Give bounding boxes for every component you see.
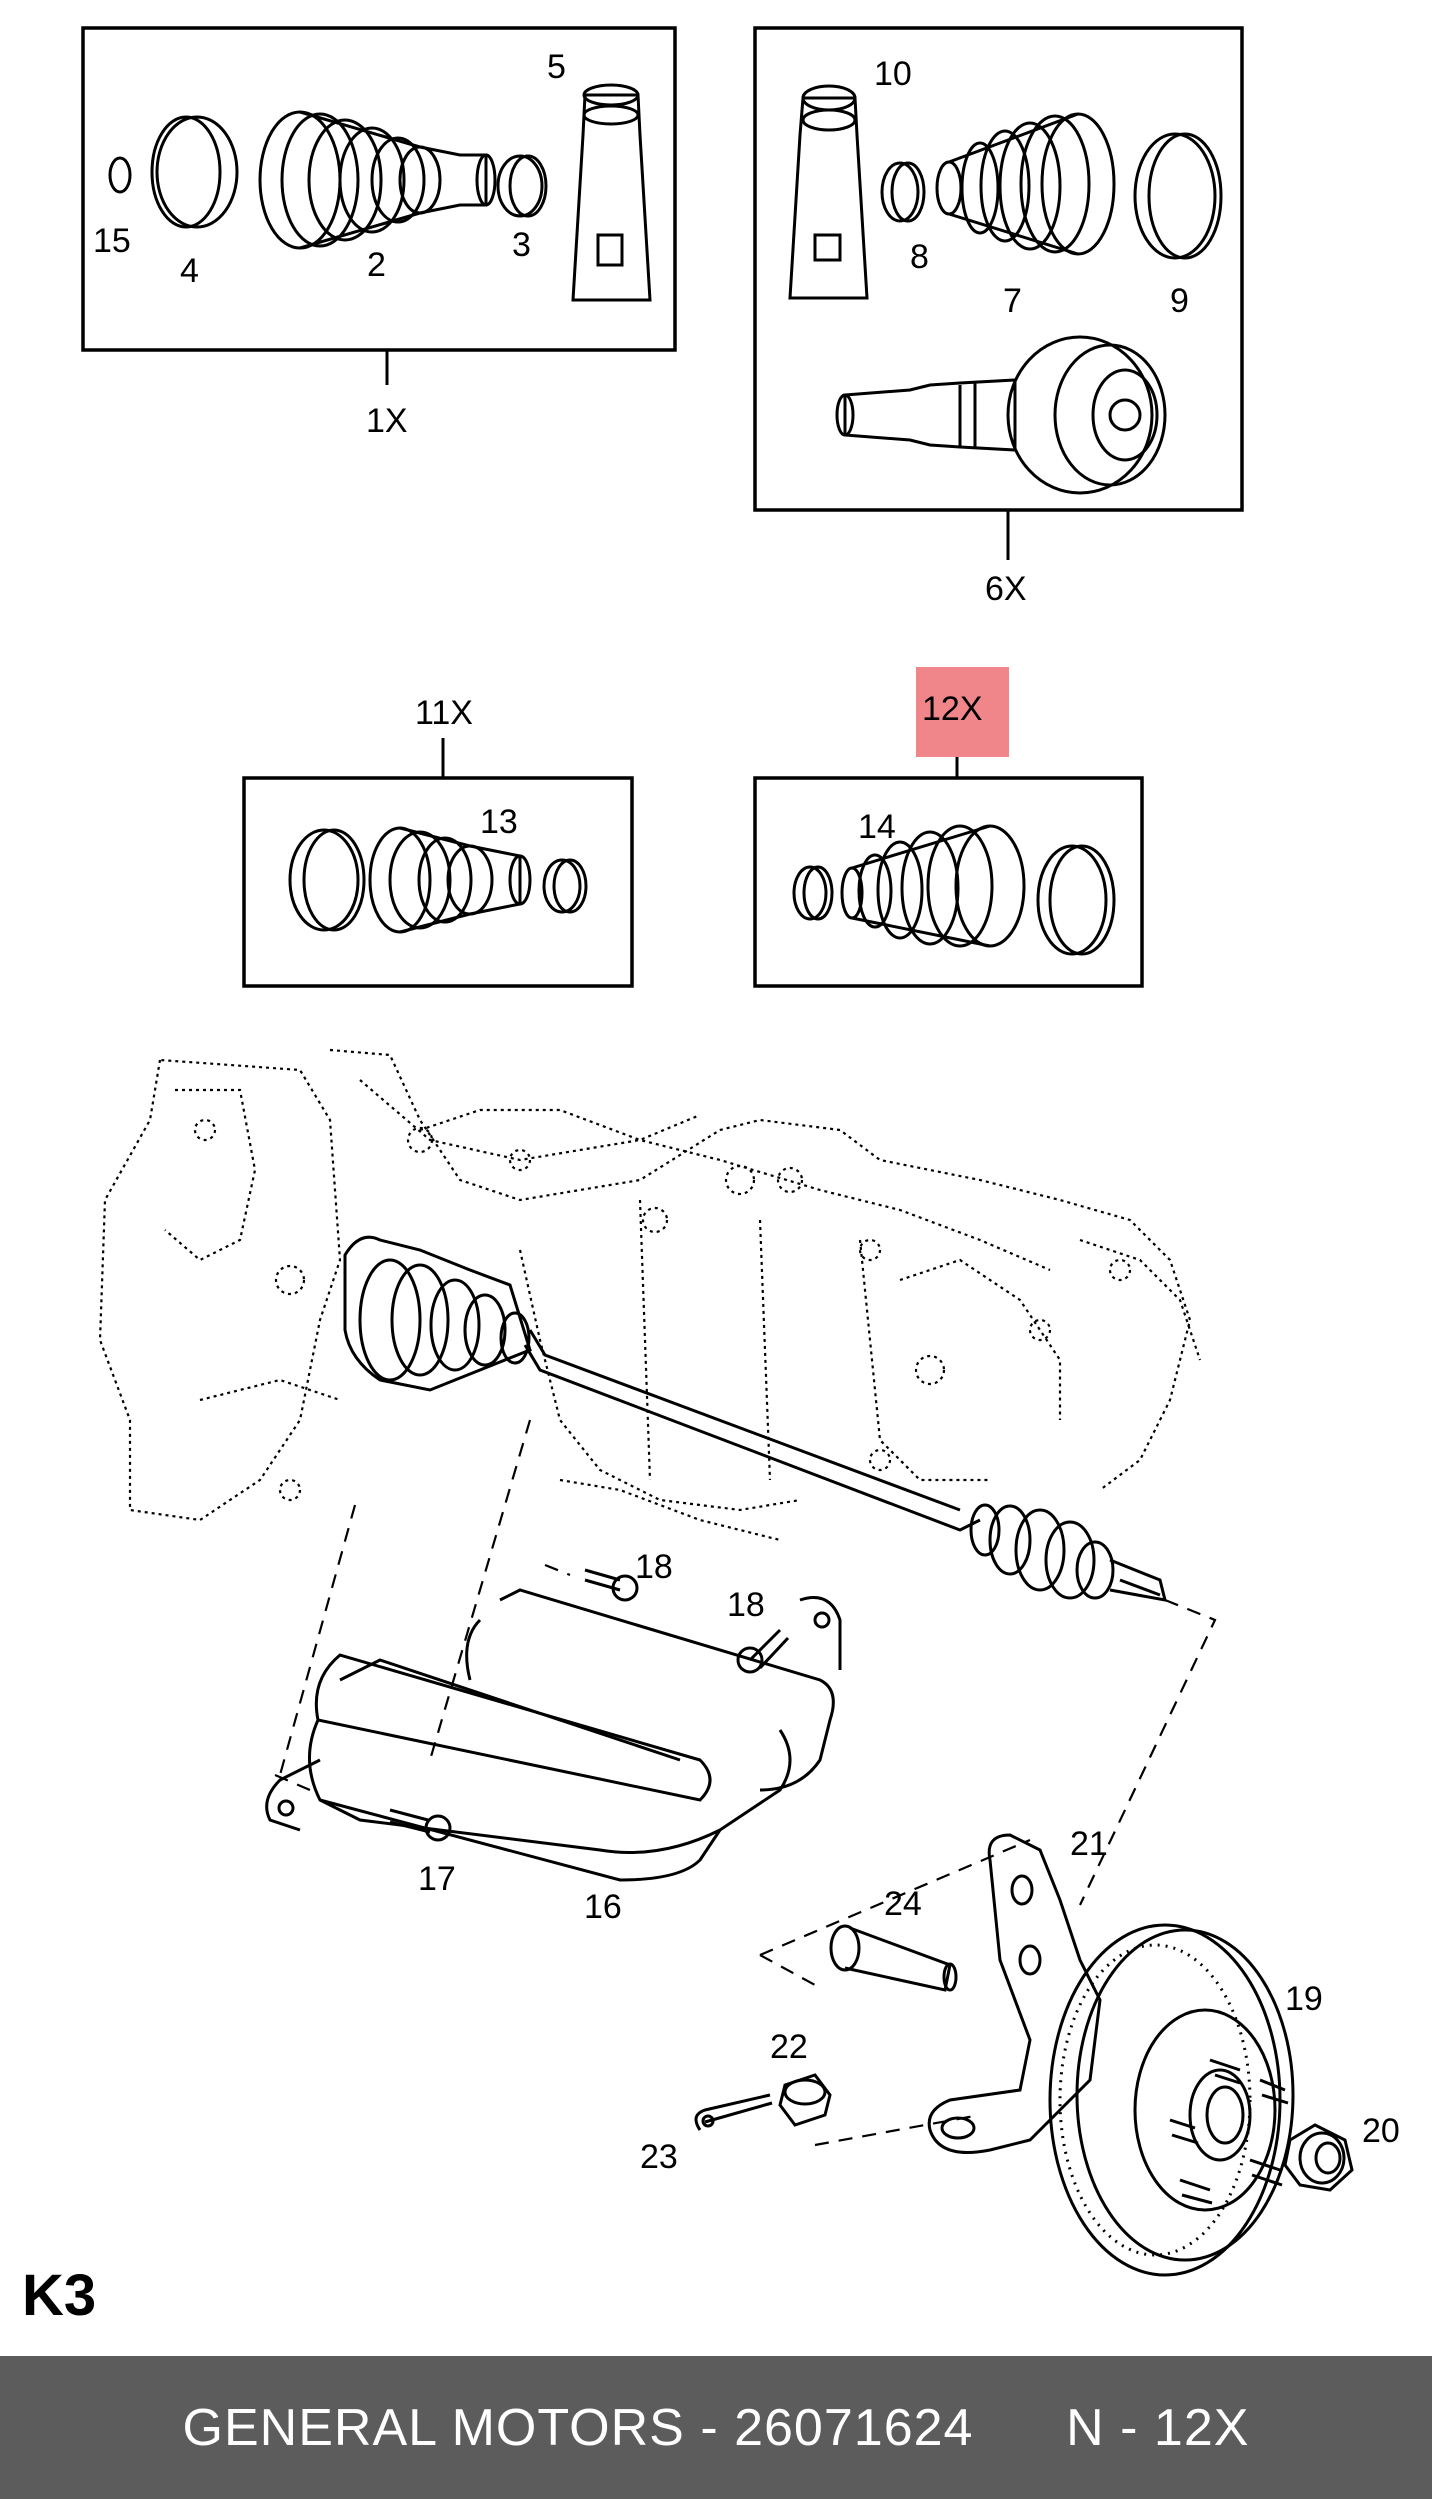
kit-1x-box	[81, 26, 677, 352]
label-8: 8	[910, 238, 929, 276]
assembly-leader-lines	[274, 1419, 1217, 2147]
part-8-clamp	[880, 161, 926, 223]
part-13-boot	[368, 826, 532, 934]
part-20-hub-nut	[1283, 2123, 1354, 2192]
footer-gap	[973, 2398, 1066, 2458]
label-10: 10	[874, 55, 912, 93]
label-18b: 18	[727, 1586, 765, 1624]
part-22-castle-nut	[778, 2073, 832, 2127]
label-7: 7	[1003, 282, 1022, 320]
kit-6x-box	[753, 26, 1244, 512]
kit-12x-clamp-small	[792, 865, 834, 921]
label-9: 9	[1170, 282, 1189, 320]
part-9-clamp	[1133, 132, 1223, 260]
part-15-snap-ring	[108, 156, 132, 194]
kit-11x-box	[242, 776, 634, 988]
label-5: 5	[547, 48, 566, 86]
part-4-clamp	[150, 115, 239, 229]
part-18-bolt-b	[736, 1628, 790, 1674]
part-2-boot	[258, 110, 497, 250]
footer-gap	[719, 2398, 734, 2458]
label-1x: 1X	[366, 402, 408, 440]
kit-12x-clamp-large	[1036, 844, 1116, 956]
sheet-code: K3	[22, 2263, 97, 2328]
kit-6x-group	[753, 26, 1244, 560]
drive-shaft-assembly	[343, 1235, 1168, 1602]
part-16-heat-shield	[265, 1588, 842, 1882]
part-18-bolt-a	[584, 1568, 639, 1602]
kit-12x-box	[753, 776, 1144, 988]
part-24-bolt	[829, 1924, 958, 1992]
label-2: 2	[367, 246, 386, 284]
label-24: 24	[884, 1885, 922, 1923]
label-4: 4	[180, 252, 199, 290]
label-19: 19	[1285, 1980, 1323, 2018]
part-10-grease-tube	[788, 84, 869, 300]
footer-separator: -	[700, 2398, 719, 2457]
kit-1x-group	[81, 26, 677, 385]
label-22: 22	[770, 2028, 808, 2066]
vehicle-subframe-outline	[98, 1048, 1202, 1542]
label-14: 14	[858, 808, 896, 846]
label-15: 15	[93, 222, 131, 260]
label-13: 13	[480, 803, 518, 841]
part-17-bolt	[389, 1808, 452, 1842]
footer-part-number: 26071624	[734, 2398, 974, 2457]
part-3-clamp	[496, 154, 548, 218]
label-3: 3	[512, 226, 531, 264]
label-18a: 18	[635, 1548, 673, 1586]
label-23: 23	[640, 2138, 678, 2176]
footer-gap	[685, 2398, 700, 2458]
footer-brand: GENERAL MOTORS	[182, 2398, 685, 2457]
label-20: 20	[1362, 2112, 1400, 2150]
kit-12x-highlight	[916, 667, 1009, 757]
label-11x: 11X	[415, 694, 473, 732]
label-21: 21	[1070, 1825, 1108, 1863]
part-14-boot	[840, 824, 1026, 948]
part-7-boot	[935, 112, 1116, 256]
label-16: 16	[584, 1888, 622, 1926]
kit-11x-group	[242, 738, 634, 988]
footer-ref: N - 12X	[1066, 2398, 1250, 2457]
kit-11x-clamp-small	[542, 858, 588, 914]
label-12x: 12X	[922, 690, 983, 728]
part-5-grease-tube	[571, 83, 652, 302]
kit-12x-group	[753, 745, 1144, 988]
exploded-parts-diagram: 5 15 4 2 3 1X 10 8 7 9 6X 11X 13 12X 14 …	[81, 26, 1400, 2277]
footer-bar: GENERAL MOTORS - 26071624 N - 12X	[0, 2356, 1432, 2499]
kit-11x-clamp-large	[288, 828, 366, 932]
part-19-brake-disc	[1048, 1923, 1295, 2277]
outer-cv-joint	[835, 335, 1167, 495]
label-6x: 6X	[985, 570, 1027, 608]
part-23-cotter-pin	[694, 2093, 773, 2131]
label-17: 17	[418, 1860, 456, 1898]
